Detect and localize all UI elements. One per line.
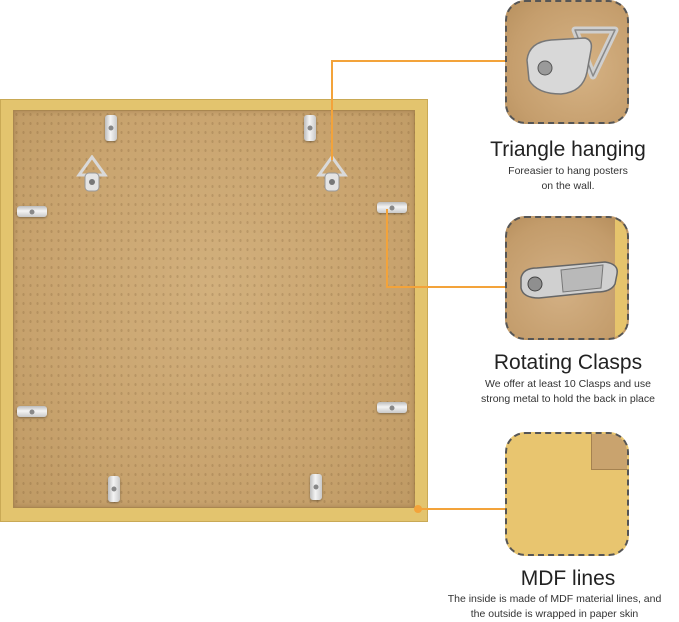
top-clip-left xyxy=(105,115,117,141)
feature-desc-clasps: We offer at least 10 Clasps and use stro… xyxy=(440,377,679,407)
mdf-corner-photo xyxy=(505,432,629,556)
side-clip-left-lower xyxy=(17,406,47,417)
side-clip-left-upper xyxy=(17,206,47,217)
feature-desc-clasps-line1: We offer at least 10 Clasps and use xyxy=(485,378,651,390)
side-clip-right-lower xyxy=(377,402,407,413)
feature-desc-clasps-line2: strong metal to hold the back in place xyxy=(481,393,655,405)
rotating-clasp-photo xyxy=(505,216,629,340)
leader-line-mdf xyxy=(420,508,506,510)
top-clip-right xyxy=(304,115,316,141)
triangle-hanger-left xyxy=(76,155,108,192)
feature-desc-mdf: The inside is made of MDF material lines… xyxy=(430,592,679,622)
feature-title-triangle: Triangle hanging xyxy=(490,138,646,161)
feature-title-mdf: MDF lines xyxy=(520,567,616,590)
feature-desc-triangle-line2: on the wall. xyxy=(541,180,595,192)
leader-line-clasp-horizontal xyxy=(386,286,506,288)
triangle-hanger-right xyxy=(316,155,348,192)
feature-desc-mdf-line2: the outside is wrapped in paper skin xyxy=(470,608,639,620)
triangle-hanger-photo xyxy=(505,0,629,124)
side-clip-right-upper xyxy=(377,202,407,213)
feature-title-clasps: Rotating Clasps xyxy=(493,351,643,374)
feature-desc-triangle: Foreasier to hang posters on the wall. xyxy=(470,164,666,194)
feature-desc-triangle-line1: Foreasier to hang posters xyxy=(508,165,628,177)
mdf-backing-board xyxy=(13,110,415,508)
leader-line-clasp-vertical xyxy=(386,209,388,287)
bottom-clip-right xyxy=(310,474,322,500)
leader-dot-mdf xyxy=(414,505,422,513)
leader-line-hanger-horizontal xyxy=(331,60,506,62)
feature-desc-mdf-line1: The inside is made of MDF material lines… xyxy=(447,593,662,605)
leader-line-hanger-vertical xyxy=(331,60,333,160)
mdf-corner-backing xyxy=(591,434,627,470)
bottom-clip-left xyxy=(108,476,120,502)
